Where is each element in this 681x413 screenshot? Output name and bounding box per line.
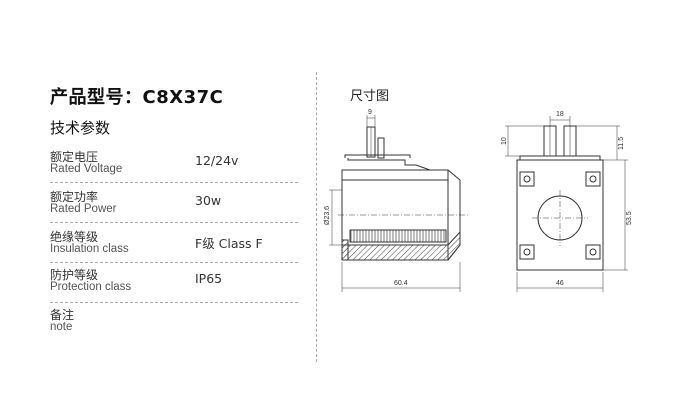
spec-label-cn: 额定电压 — [50, 150, 99, 164]
dim-width: 46 — [556, 280, 564, 287]
spec-value: IP65 — [195, 271, 223, 286]
dimension-drawing: 9 Ø23.6 60.4 — [324, 109, 633, 292]
spec-label-cn: 绝缘等级 — [50, 230, 99, 244]
spec-label-cn: 防护等级 — [50, 268, 99, 282]
spec-label-en: Protection class — [50, 281, 132, 293]
spec-label-en: Rated Power — [50, 203, 117, 215]
model-title: 产品型号：C8X37C — [50, 87, 224, 108]
dim-pin-height: 10 — [501, 137, 508, 145]
spec-row-power: 额定功率 Rated Power 30w — [50, 188, 298, 226]
spec-value: 30w — [195, 193, 222, 208]
spec-label-cn: 额定功率 — [50, 190, 99, 204]
spec-label-cn: 备注 — [50, 308, 75, 322]
spec-value: F级 Class F — [195, 236, 263, 251]
dim-top-offset: 11.5 — [618, 137, 625, 150]
spec-row-note: 备注 note — [50, 306, 298, 344]
front-view — [505, 116, 628, 292]
spec-title: 技术参数 — [50, 119, 111, 137]
spec-label-en: Rated Voltage — [50, 163, 123, 175]
spec-row-voltage: 额定电压 Rated Voltage 12/24v — [50, 148, 298, 186]
spec-value: 12/24v — [195, 153, 239, 168]
dim-pin-spacing: 18 — [556, 111, 564, 118]
row-divider — [50, 302, 298, 303]
spec-row-protection: 防护等级 Protection class IP65 — [50, 266, 298, 304]
row-divider — [50, 182, 298, 183]
dim-length: 60.4 — [394, 280, 408, 287]
side-view — [329, 115, 470, 292]
spec-label-en: Insulation class — [50, 243, 129, 255]
row-divider — [50, 262, 298, 263]
row-divider — [50, 222, 298, 223]
dim-height: 53.5 — [626, 211, 633, 225]
dim-diameter: Ø23.6 — [324, 206, 331, 225]
spec-row-insulation: 绝缘等级 Insulation class F级 Class F — [50, 228, 298, 266]
drawing-title: 尺寸图 — [350, 89, 390, 104]
dim-terminal-width: 9 — [368, 109, 372, 116]
spec-label-en: note — [50, 321, 73, 333]
section-divider — [316, 72, 317, 362]
